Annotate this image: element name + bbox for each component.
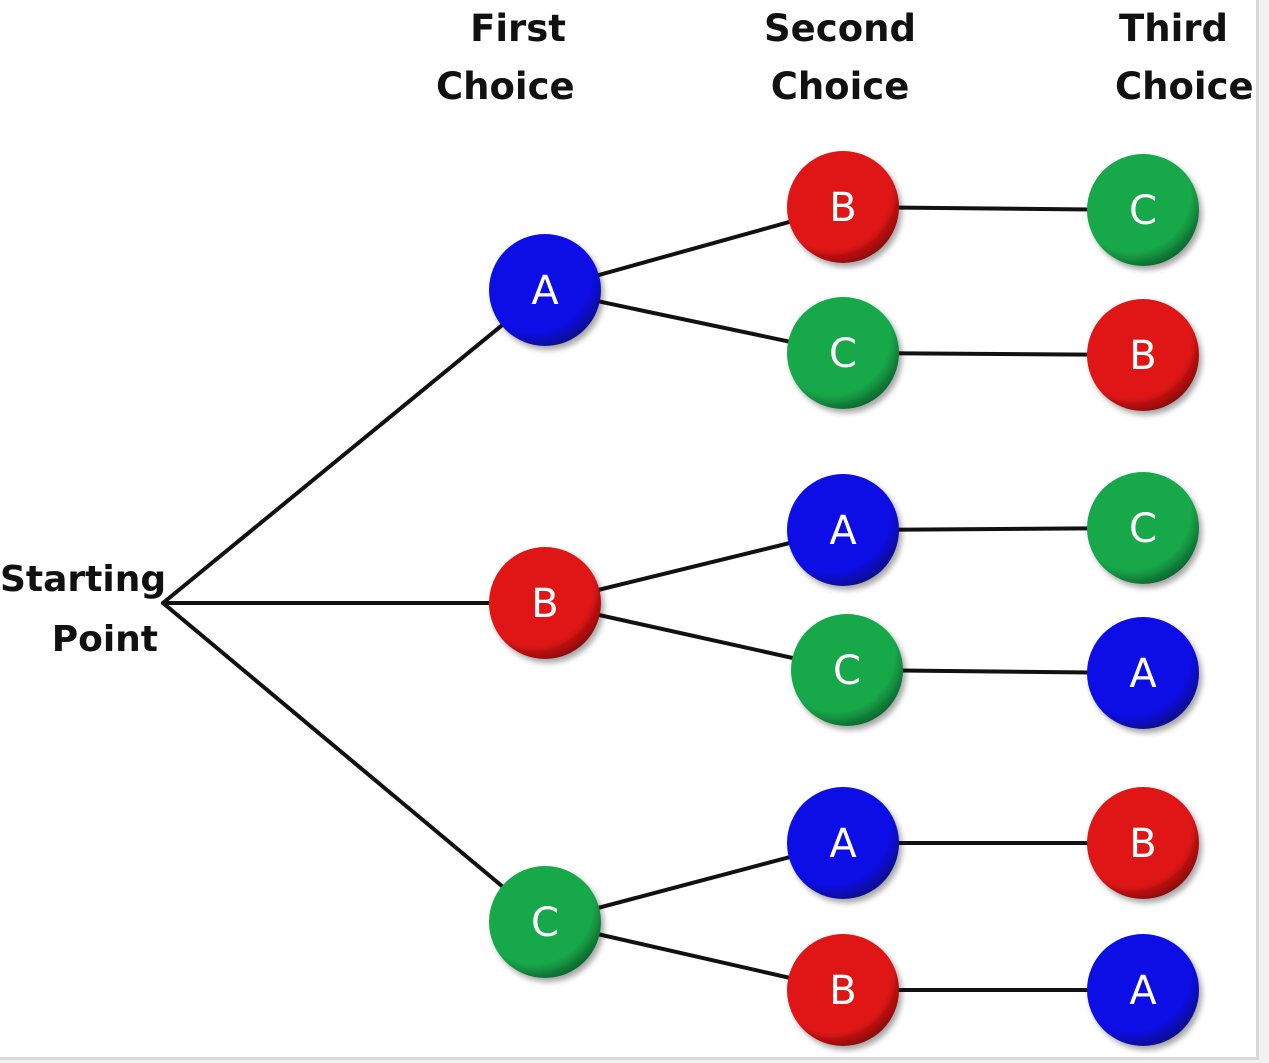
third-choice-node-3-2: A (1087, 934, 1199, 1046)
third-choice-node-1-2-label: B (1129, 333, 1156, 379)
first-choice-node-2-label: B (531, 581, 558, 627)
third-choice-node-1-1-circle (1087, 154, 1199, 266)
second-choice-node-1-2-label: C (829, 331, 857, 377)
first-choice-node-3-circle (489, 866, 601, 978)
third-choice-node-3-1: B (1087, 787, 1199, 899)
second-choice-node-1-1-circle (787, 151, 899, 263)
third-choice-node-2-1-label: C (1129, 506, 1157, 552)
third-choice-node-2-1: C (1087, 472, 1199, 584)
header-first-choice: First Choice (436, 0, 575, 116)
second-choice-node-2-2: C (791, 614, 903, 726)
second-choice-node-2-1: A (787, 474, 899, 586)
third-choice-node-3-2-circle (1087, 934, 1199, 1046)
second-choice-node-3-2-circle (787, 934, 899, 1046)
header-second-line1: Second (764, 7, 916, 50)
third-choice-node-2-2: A (1087, 617, 1199, 729)
header-third-line2: Choice (1115, 65, 1254, 108)
header-second-choice: Second Choice (760, 0, 920, 116)
third-choice-node-2-2-label: A (1129, 651, 1157, 697)
starting-point-label: Starting Point (0, 550, 167, 670)
starting-point-line2: Point (51, 619, 158, 660)
second-choice-node-3-1-circle (787, 787, 899, 899)
third-choice-node-1-1: C (1087, 154, 1199, 266)
header-second-line2: Choice (770, 65, 910, 108)
third-choice-node-1-2: B (1087, 299, 1199, 411)
header-third-choice: Third Choice (1115, 0, 1254, 116)
second-choice-node-2-1-circle (787, 474, 899, 586)
starting-point-line1: Starting (0, 559, 167, 600)
third-choice-node-2-1-circle (1087, 472, 1199, 584)
second-choice-node-3-1: A (787, 787, 899, 899)
second-choice-node-2-1-label: A (829, 508, 857, 554)
second-choice-node-1-1-label: B (829, 185, 856, 231)
first-choice-node-1-circle (489, 234, 601, 346)
first-choice-node-2: B (489, 547, 601, 659)
header-first-line1: First (470, 7, 566, 50)
first-choice-node-1-label: A (531, 268, 559, 314)
first-choice-node-3: C (489, 866, 601, 978)
second-choice-node-2-2-label: C (833, 648, 861, 694)
header-first-line2: Choice (436, 65, 575, 108)
third-choice-node-1-2-circle (1087, 299, 1199, 411)
third-choice-node-3-2-label: A (1129, 968, 1157, 1014)
second-choice-node-1-2-circle (787, 297, 899, 409)
third-choice-node-1-1-label: C (1129, 188, 1157, 234)
second-choice-node-3-1-label: A (829, 821, 857, 867)
third-choice-node-3-1-circle (1087, 787, 1199, 899)
third-choice-node-2-2-circle (1087, 617, 1199, 729)
edge-start-to-first-3 (161, 601, 547, 924)
header-third-line1: Third (1119, 7, 1228, 50)
third-choice-node-3-1-label: B (1129, 821, 1156, 867)
second-choice-node-3-2-label: B (829, 968, 856, 1014)
second-choice-node-1-2: C (787, 297, 899, 409)
second-choice-node-1-1: B (787, 151, 899, 263)
first-choice-node-1: A (489, 234, 601, 346)
edge-start-to-first-1 (161, 288, 547, 605)
first-choice-node-2-circle (489, 547, 601, 659)
second-choice-node-3-2: B (787, 934, 899, 1046)
second-choice-node-2-2-circle (791, 614, 903, 726)
first-choice-node-3-label: C (531, 900, 559, 946)
